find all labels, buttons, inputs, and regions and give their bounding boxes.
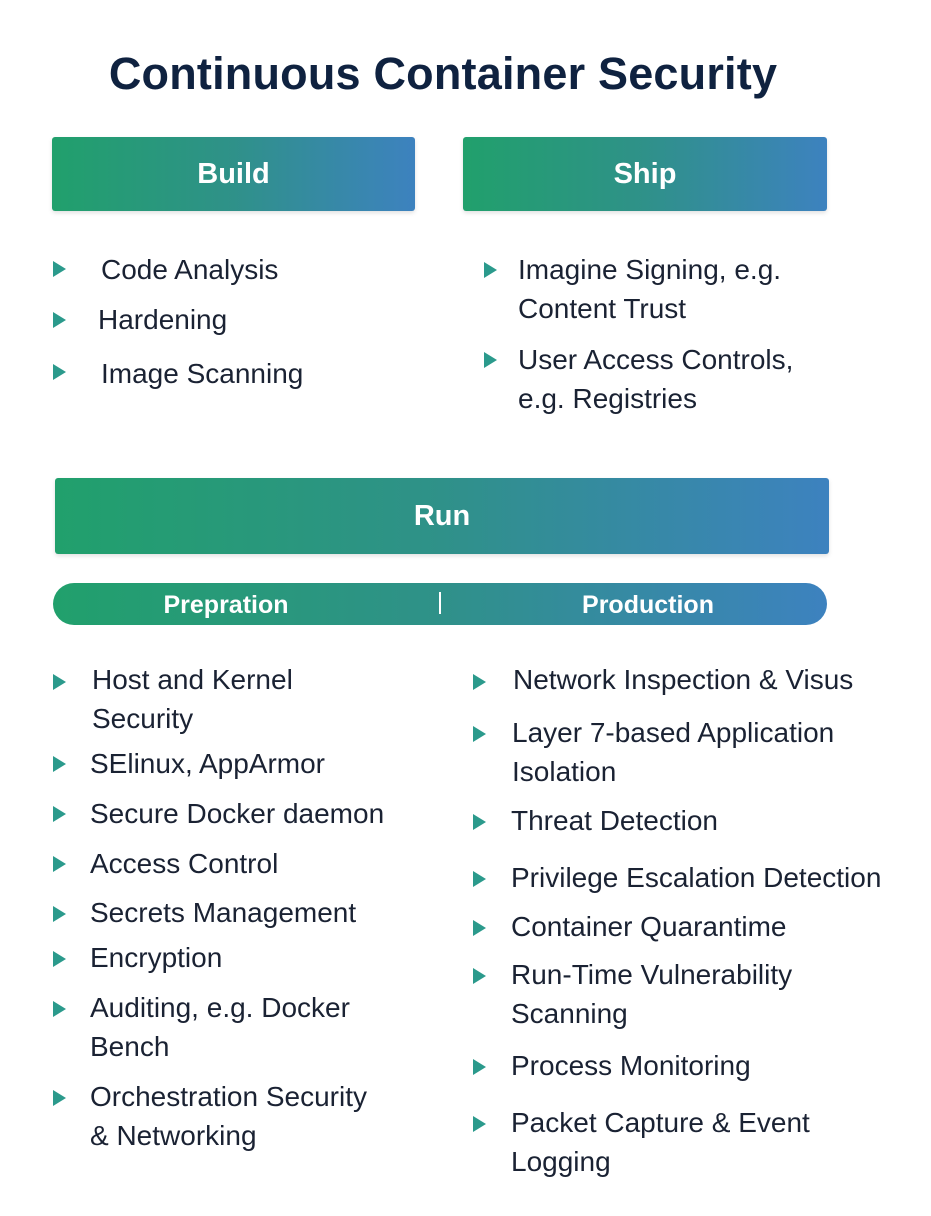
list-item-line: Packet Capture & Event — [511, 1107, 810, 1138]
list-item-line: Threat Detection — [511, 805, 718, 836]
list-item-line: Host and Kernel — [92, 664, 293, 695]
triangle-bullet-icon — [53, 806, 66, 822]
list-item: Auditing, e.g. Docker Bench — [90, 988, 350, 1066]
list-item-line: Layer 7-based Application — [512, 717, 835, 748]
ship-list: Imagine Signing, e.g. Content Trust User… — [484, 250, 884, 420]
list-item-line: Security — [92, 703, 194, 734]
list-item: Network Inspection & Visus — [513, 660, 853, 699]
run-phase-bar: Prepration Production — [53, 583, 827, 625]
list-item: Secrets Management — [90, 893, 356, 932]
list-item-line: User Access Controls, — [518, 344, 794, 375]
list-item: Secure Docker daemon — [90, 794, 384, 833]
list-item-line: Secrets Management — [90, 897, 357, 928]
triangle-bullet-icon — [473, 814, 486, 830]
list-item-line: Isolation — [512, 756, 617, 787]
list-item-line: Imagine Signing, e.g. — [518, 254, 782, 285]
list-item-line: Orchestration Security — [90, 1081, 367, 1112]
build-label: Build — [197, 157, 270, 190]
list-item: Host and Kernel Security — [92, 660, 293, 738]
list-item: Run-Time Vulnerability Scanning — [511, 955, 792, 1033]
list-item-line: & Networking — [90, 1120, 257, 1151]
triangle-bullet-icon — [473, 968, 486, 984]
list-item-line: Privilege Escalation Detection — [511, 862, 882, 893]
triangle-bullet-icon — [473, 871, 486, 887]
build-banner: Build — [52, 137, 415, 211]
triangle-bullet-icon — [473, 674, 486, 690]
list-item-line: Network Inspection & Visus — [513, 664, 854, 695]
triangle-bullet-icon — [53, 951, 66, 967]
list-item: Encryption — [90, 938, 222, 977]
list-item-line: Process Monitoring — [511, 1050, 751, 1081]
list-item: Access Control — [90, 844, 278, 883]
list-item-line: Encryption — [90, 942, 223, 973]
list-item: Imagine Signing, e.g. Content Trust — [518, 250, 781, 328]
list-item: Packet Capture & Event Logging — [511, 1103, 810, 1181]
triangle-bullet-icon — [473, 726, 486, 742]
list-item-line: Bench — [90, 1031, 170, 1062]
triangle-bullet-icon — [53, 674, 66, 690]
list-item-line: Container Quarantime — [511, 911, 787, 942]
list-item: Container Quarantime — [511, 907, 786, 946]
list-item: Image Scanning — [101, 358, 304, 389]
triangle-bullet-icon — [473, 1116, 486, 1132]
list-item-line: Scanning — [511, 998, 628, 1029]
ship-banner: Ship — [463, 137, 827, 211]
list-item-line: Access Control — [90, 848, 279, 879]
list-item: Privilege Escalation Detection — [511, 858, 881, 897]
triangle-bullet-icon — [484, 352, 497, 368]
list-item: User Access Controls, e.g. Registries — [518, 340, 793, 418]
list-item: Code Analysis — [101, 254, 279, 285]
list-item-line: Run-Time Vulnerability — [511, 959, 793, 990]
build-list: Code Analysis Hardening Image Scanning — [52, 250, 432, 410]
list-item-line: SElinux, AppArmor — [90, 748, 325, 779]
run-label: Run — [413, 499, 471, 532]
list-item: Orchestration Security & Networking — [90, 1077, 367, 1155]
list-item-line: Logging — [511, 1146, 611, 1177]
list-item: Threat Detection — [511, 801, 718, 840]
triangle-bullet-icon — [53, 906, 66, 922]
list-item: Process Monitoring — [511, 1046, 751, 1085]
phase-divider — [439, 592, 441, 614]
triangle-bullet-icon — [473, 1059, 486, 1075]
list-item: Layer 7-based Application Isolation — [512, 713, 834, 791]
triangle-bullet-icon — [53, 312, 66, 328]
list-item-line: Secure Docker daemon — [90, 798, 385, 829]
production-list: Network Inspection & Visus Layer 7-based… — [473, 660, 923, 1190]
triangle-bullet-icon — [53, 1001, 66, 1017]
triangle-bullet-icon — [53, 261, 66, 277]
ship-label: Ship — [613, 157, 677, 190]
triangle-bullet-icon — [53, 756, 66, 772]
list-item-line: Auditing, e.g. Docker — [90, 992, 350, 1023]
triangle-bullet-icon — [53, 856, 66, 872]
triangle-bullet-icon — [473, 920, 486, 936]
preparation-list: Host and Kernel Security SElinux, AppArm… — [52, 660, 452, 1160]
triangle-bullet-icon — [53, 1090, 66, 1106]
list-item: SElinux, AppArmor — [90, 744, 325, 783]
list-item-line: Content Trust — [518, 293, 687, 324]
page-title: Continuous Container Security — [108, 48, 778, 99]
preparation-label: Prepration — [163, 591, 289, 619]
production-label: Production — [582, 591, 714, 619]
list-item-line: e.g. Registries — [518, 383, 697, 414]
run-banner: Run — [55, 478, 829, 554]
triangle-bullet-icon — [484, 262, 497, 278]
list-item: Hardening — [98, 304, 228, 335]
triangle-bullet-icon — [53, 364, 66, 380]
